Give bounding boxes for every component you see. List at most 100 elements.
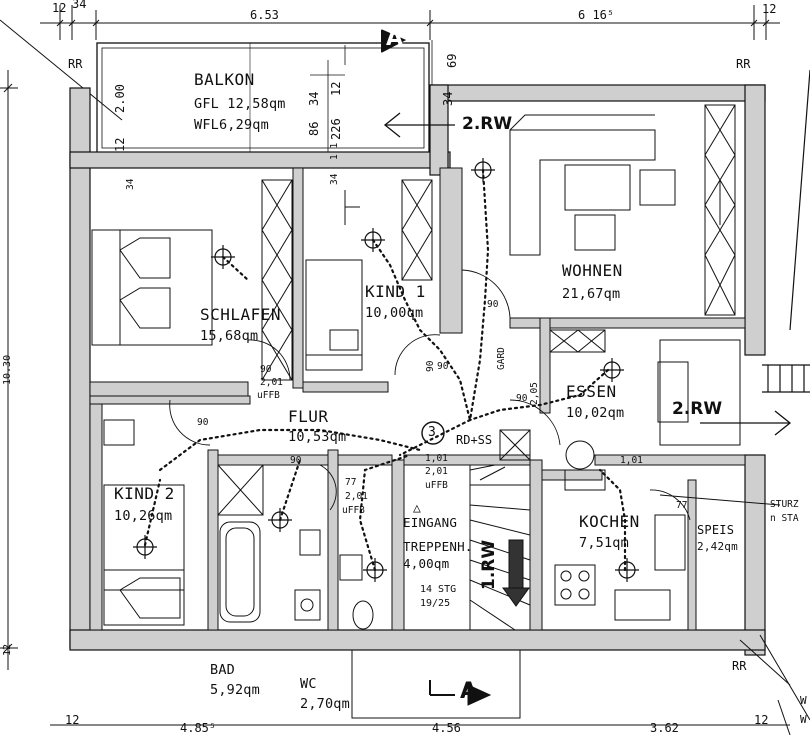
bad-label: BAD (210, 662, 235, 678)
balkon-label: BALKON (194, 70, 255, 89)
gard-label: GARD (496, 347, 507, 370)
wardrobes (217, 104, 736, 516)
kind1-area: 10,00qm (365, 305, 424, 321)
door-90e: 90 (290, 455, 302, 466)
dim-bottom-456: 4.56 (432, 721, 461, 735)
door-90c: 90 (487, 299, 499, 310)
balkon-gfl: GFL 12,58qm (194, 96, 286, 112)
eingang-label: EINGANG (403, 515, 458, 530)
sturz-label: STURZ (770, 499, 799, 510)
wohnen-label: WOHNEN (562, 261, 623, 280)
rr-top-left: RR (68, 57, 83, 71)
treppenhaus-ratio: 19/25 (420, 598, 451, 609)
door-90a: 90 (260, 364, 272, 375)
treppenhaus-area: 4,00qm (403, 556, 450, 571)
section-marker-top: A (386, 26, 404, 51)
outer-walls (69, 84, 766, 656)
dim-bal-34b: 34 (329, 173, 340, 185)
rr-top-right: RR (736, 57, 751, 71)
exterior-ladder (762, 69, 810, 393)
essen-area: 10,02qm (566, 405, 625, 421)
rw-right-label: 2.RW (672, 399, 723, 419)
schlafen-area: 15,68qm (200, 328, 259, 344)
door-90g: 90 (437, 361, 449, 372)
door-101a: 1,01 (425, 453, 448, 464)
dim-top-right-12: 12 (762, 2, 777, 16)
flur-area: 10,53qm (288, 429, 347, 445)
dim-bottom-12a: 12 (65, 713, 80, 727)
doors (169, 269, 691, 521)
interior-walls (89, 167, 746, 631)
staircase (403, 464, 531, 631)
rw-arrows (383, 112, 792, 436)
speis-area: 2,42qm (697, 540, 738, 553)
dim-schl-34: 34 (125, 178, 136, 190)
dim-bal-11: 1 1 (329, 142, 340, 160)
ceiling-lights (133, 158, 639, 582)
essen-label: ESSEN (566, 382, 617, 401)
dim-bal-226: 226 (329, 118, 343, 140)
w-label-2: W (800, 713, 807, 726)
door-101b: 1,01 (620, 455, 643, 466)
dim-left-edge: 12 (2, 643, 13, 656)
dim-bal-34a: 34 (307, 91, 321, 106)
dim-left-edge-2: 10.30 (2, 354, 13, 385)
dim-top-34: 34 (72, 0, 87, 11)
treppenhaus-steps: 14 STG (420, 584, 457, 595)
rr-bottom-right: RR (732, 659, 747, 673)
eingang-triangle: △ (413, 501, 421, 516)
dim-bal-69: 69 (445, 53, 459, 68)
door-uffb-b: uFFB (425, 480, 448, 491)
section-marker-bottom: A (460, 679, 478, 704)
door-77a: 77 (345, 477, 357, 488)
speis-label: SPEIS (697, 523, 735, 537)
rw-top-label: 2.RW (462, 114, 513, 134)
balcony (96, 40, 433, 160)
bad-area: 5,92qm (210, 682, 260, 698)
door-77b: 77 (676, 500, 688, 511)
dim-top-left: 12 (52, 1, 67, 15)
entrance-outside (351, 494, 810, 721)
kind2-area: 10,26qm (114, 508, 173, 524)
door-90d: 90 (197, 417, 209, 428)
door-uffb-a: uFFB (257, 390, 280, 401)
door-90f: 90 (516, 393, 528, 404)
door-uffb-c: uFFB (342, 505, 365, 516)
dim-top-6165: 6 16⁵ (578, 8, 615, 22)
schlafen-label: SCHLAFEN (200, 305, 282, 324)
dim-bottom-12b: 12 (754, 713, 769, 727)
wc-area: 2,70qm (300, 696, 350, 712)
w-label-1: W (800, 694, 807, 707)
dim-bal-12: 12 (113, 137, 127, 152)
kind1-label: KIND 1 (365, 282, 426, 301)
dim-bal-12b: 12 (329, 81, 343, 96)
rd-ss-label: RD+SS (456, 433, 493, 447)
door-201a: 2,01 (260, 377, 283, 388)
sturz-label-2: n STA (770, 513, 799, 524)
dim-bal-34c: 34 (441, 91, 455, 106)
dim-bottom-485: 4.85⁵ (180, 721, 217, 735)
door-201c: 2,01 (345, 491, 368, 502)
dim-bottom-362: 3.62 (650, 721, 679, 735)
wohnen-area: 21,67qm (562, 286, 621, 302)
dim-bal-200: 2.00 (113, 84, 127, 113)
dimension-lines-top (0, 5, 791, 735)
electrical-wiring (143, 168, 627, 572)
dim-bal-86: 86 (307, 121, 321, 136)
kochen-area: 7,51qm (579, 535, 629, 551)
flur-label: FLUR (288, 407, 329, 426)
door-205: 2,05 (529, 382, 540, 405)
treppenhaus-label: TREPPENH. (403, 539, 473, 554)
door-201b: 2,01 (425, 466, 448, 477)
section-markers (381, 29, 492, 706)
door-90b: 90 (425, 360, 436, 372)
wc-label: WC (300, 676, 317, 692)
furniture (91, 114, 741, 630)
circle-number: 3 (428, 425, 436, 440)
balkon-wfl: WFL6,29qm (194, 117, 269, 133)
kochen-label: KOCHEN (579, 512, 640, 531)
dim-top-653: 6.53 (250, 8, 279, 22)
rw-stair-label: 1.RW (479, 539, 499, 590)
kind2-label: KIND 2 (114, 484, 175, 503)
